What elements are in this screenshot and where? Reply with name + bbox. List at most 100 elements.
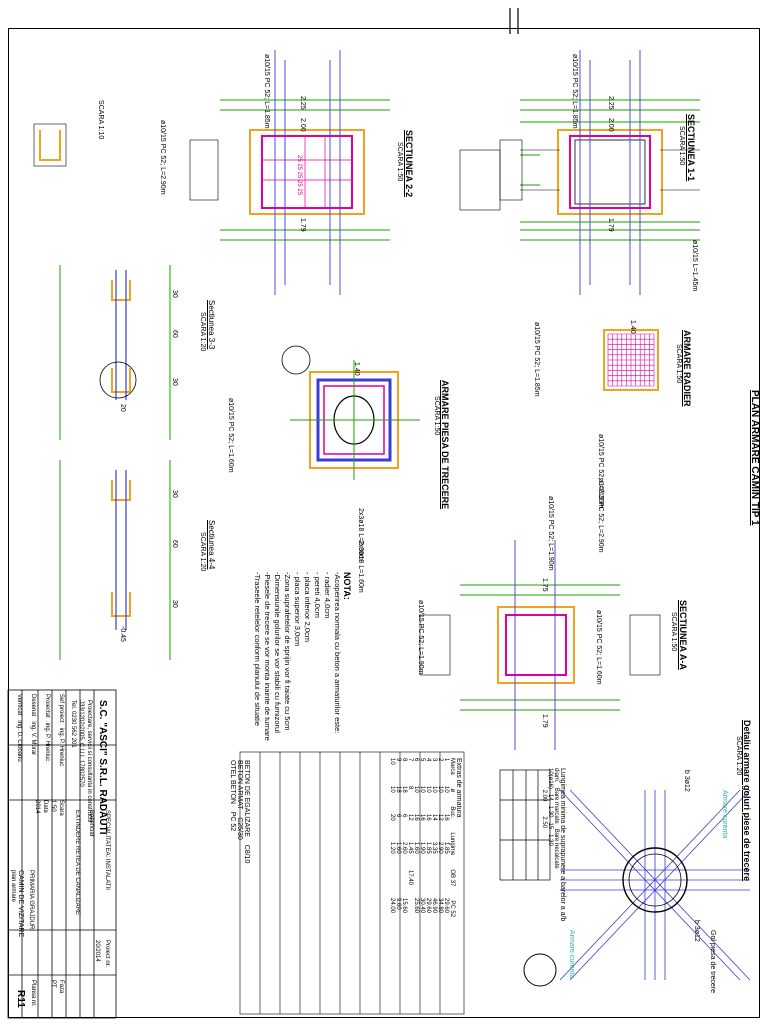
role-label: Sef proiect — [58, 694, 64, 723]
bar-table-cell — [425, 870, 431, 884]
bar-table-cell: 18 — [395, 786, 401, 793]
note-3: - pereti 4,0cm — [313, 572, 322, 618]
bar-table-cell: 7 — [407, 758, 413, 762]
lap-cell: 2.50 — [541, 816, 547, 829]
data-value: 2014 — [34, 800, 40, 814]
bar-table-cell: 29.60 — [425, 898, 431, 914]
section-4-4-title: Sectiunea 4-4 — [207, 520, 216, 570]
titlu-proiect: EXTINDERE RETEA DE CANALIZARE — [74, 810, 80, 916]
plansa-label: Plansa nr. — [30, 980, 36, 1007]
dim-20: 20 — [119, 404, 126, 412]
bar-label-1: ø10/15 PC 52; L=1.85m — [571, 54, 578, 129]
bar-table-cell — [419, 870, 425, 884]
bar-table-cell: 16 — [425, 814, 431, 821]
bar-table-cell: 16 — [443, 814, 449, 821]
note-1: -Acoperirea normala cu beton a armaturil… — [333, 572, 342, 734]
note-7: -Dimensiunile golurilor se vor stabili c… — [273, 572, 282, 733]
bar-table-cell: 10 — [413, 786, 419, 793]
bar-table-cell: 16 — [413, 814, 419, 821]
sheet-border — [8, 28, 760, 1018]
dim-179-aa: 1.79 — [541, 714, 548, 728]
section-4-4-drawing — [59, 460, 171, 660]
note-4: - placa inferior 2,0cm — [303, 572, 312, 643]
dim-200-a: 2.00 — [607, 118, 614, 132]
section-a-a-title: SECTIUNEA A-A — [678, 600, 688, 670]
lap-cell: 2.00 — [541, 789, 547, 802]
notes-block: NOTA: -Acoperirea normala cu beton a arm… — [252, 572, 352, 741]
bar-table-grid — [239, 751, 465, 1015]
bar-header: Buc. — [449, 806, 455, 819]
bar-table-cell: 3.35 — [431, 842, 437, 854]
bar-table-cell — [401, 870, 407, 884]
bar-table-cell: 12 — [437, 814, 443, 821]
dim-045: -0.45 — [119, 626, 126, 642]
bar-table-cell — [437, 870, 443, 884]
concrete-label-3: OTEL BETON — [229, 760, 236, 804]
role-4: Verificat ing. D. Ciobanu — [16, 694, 22, 762]
company-sub-1: Proiectare, servicii si consultanta in c… — [86, 700, 92, 823]
concrete-line-3: OTEL BETON PC 52 — [229, 760, 236, 863]
section-1-1-scale: SCARA 1:50 — [678, 126, 685, 166]
scara-value: 1:50 — [50, 800, 56, 812]
bar-table-cell: 10 — [419, 786, 425, 793]
detail-title: Detaliu armare goluri piese de trecere — [742, 720, 752, 882]
section-3-3-scale: SCARA 1:20 — [199, 312, 206, 352]
specialty: SPECIALITATEA: INSTALATII — [104, 810, 110, 890]
dim-25s: 25 25 25 25 25 — [296, 155, 302, 196]
bar-table-cell: 2.60 — [401, 842, 407, 854]
lap-table-grid — [499, 769, 551, 881]
section-2-2-drawing — [189, 50, 501, 295]
bar-table-cell: 1.90 — [419, 842, 425, 854]
bar-table-cell — [395, 870, 401, 884]
lap-cell: 15 — [547, 822, 553, 830]
role-name: ing. V. Morar — [30, 721, 36, 756]
bar-table-cell: 2.90 — [437, 842, 443, 854]
bar-table-cell: 15.60 — [401, 898, 407, 914]
faza-label: Faza — [58, 980, 64, 994]
section-2-2-title: SECTIUNEA 2-2 — [404, 130, 414, 198]
detail-label-inside: Armare curenta — [721, 790, 728, 839]
role-label: Verificat — [16, 694, 22, 716]
bar-table-title: Extras de armatura — [455, 758, 462, 818]
bar-table-cell: 25.60 — [413, 898, 419, 914]
bar-table-cell: 9.60 — [395, 898, 401, 910]
bar-table-cell: 29.60 — [443, 898, 449, 914]
piesa-trecere-drawing — [281, 345, 420, 480]
bar-table-cell: 6 — [413, 758, 419, 762]
faza-value: PT — [50, 980, 56, 988]
bar-table-cell: 9 — [395, 758, 401, 762]
section-3-3-title: Sectiunea 3-3 — [207, 300, 216, 350]
role-name: ing. P. Hreniuc — [58, 727, 64, 767]
dim-30-d: 30 — [171, 600, 178, 608]
bar-table-cell: 1.60 — [395, 842, 401, 854]
bar-table-cell: 30.40 — [419, 898, 425, 914]
concrete-spec-1: C8/10 — [243, 844, 250, 864]
section-2-2-scale: SCARA 1:50 — [396, 142, 403, 182]
section-1-1-title: SECTIUNEA 1-1 — [686, 114, 696, 182]
detail-goluri-drawing — [523, 789, 751, 987]
bar-table-cell — [413, 870, 419, 884]
note-2: - radier 4,0cm — [323, 572, 332, 619]
lap-cell: 1.30 — [547, 805, 553, 818]
bar-table-cell — [407, 899, 413, 913]
lap-table-title: Lungimea minima de suprapunere a barelor… — [559, 768, 566, 922]
section-a-a-scale: SCARA 1:50 — [670, 612, 677, 652]
dim-179-a: 1.79 — [607, 218, 614, 232]
bar-table-cell: 1.20 — [389, 842, 395, 854]
bar-table-cell: 1.85 — [443, 842, 449, 854]
bar-table-cell — [443, 870, 449, 884]
detail-bars2: b 3ø12 — [693, 920, 700, 942]
lap-cell: 14 — [547, 794, 553, 801]
dim-30-c: 30 — [171, 490, 178, 498]
bar-table-cell: 2 — [437, 758, 443, 762]
small-detail — [39, 130, 61, 161]
bar-label-10: ø10/15 PC 52; L=1.90m — [417, 600, 424, 675]
dim-225-a: 2.25 — [607, 96, 614, 110]
bar-table-cell: 1 — [443, 758, 449, 762]
bar-label-3: ø10/15 PC 52; L=1.90m — [547, 496, 554, 571]
lap-cell: 10(ø16) — [547, 768, 553, 790]
bar-table-cell: 6 — [395, 814, 401, 818]
